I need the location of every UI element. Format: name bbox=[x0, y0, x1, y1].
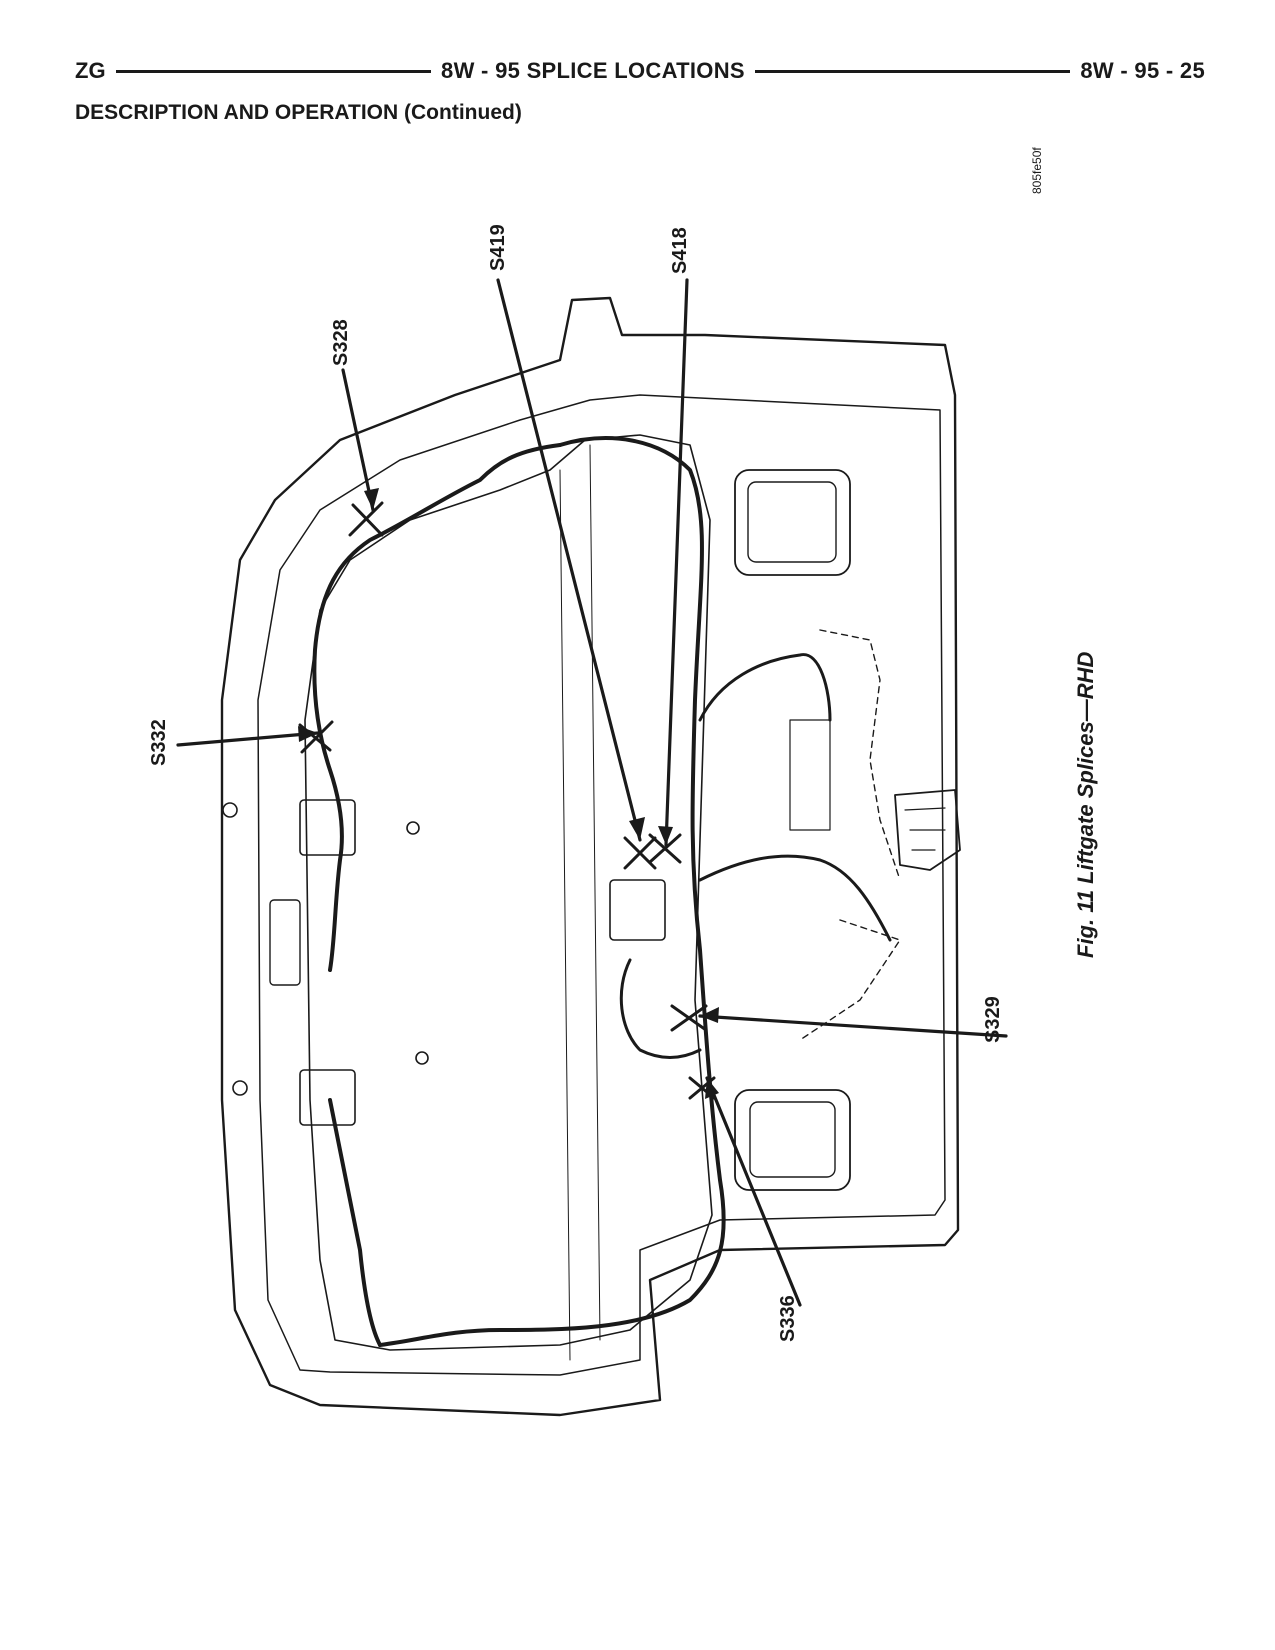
lamp-socket-upper bbox=[299, 799, 356, 856]
wiring-harness-lower bbox=[328, 1098, 382, 1347]
leader-s329 bbox=[698, 1014, 1008, 1038]
splice-marker-s418 bbox=[648, 833, 682, 864]
glass-opening bbox=[304, 434, 713, 1351]
upper-vent-inner bbox=[747, 481, 837, 563]
screw bbox=[406, 821, 420, 835]
leader-s328 bbox=[341, 368, 375, 512]
leader-s336 bbox=[705, 1076, 802, 1307]
label-s329: S329 bbox=[982, 996, 1004, 1043]
arrowhead-s332 bbox=[298, 726, 318, 742]
lamp-socket-lower bbox=[299, 1069, 356, 1126]
header-title: 8W - 95 SPLICE LOCATIONS bbox=[441, 58, 745, 83]
latch-module bbox=[894, 789, 961, 871]
arrowhead-s329 bbox=[700, 1007, 719, 1023]
wiring-branch-latch bbox=[698, 854, 892, 942]
glass-edge bbox=[589, 444, 601, 1341]
page-header: ZG 8W - 95 SPLICE LOCATIONS 8W - 95 - 25 bbox=[75, 56, 1205, 86]
arrowhead-s328 bbox=[364, 488, 379, 510]
glass-edge bbox=[559, 469, 571, 1361]
latch-rod-bracket bbox=[789, 719, 831, 831]
splice-marker-s332 bbox=[298, 720, 334, 754]
lower-vent-outer bbox=[734, 1089, 851, 1191]
liftgate-outer-panel bbox=[220, 296, 960, 1417]
screw bbox=[222, 802, 238, 818]
wiper-motor bbox=[609, 879, 666, 941]
header-page-number: 8W - 95 - 25 bbox=[1080, 58, 1206, 83]
label-s336: S336 bbox=[777, 1295, 799, 1342]
header-section-code: ZG bbox=[75, 58, 106, 83]
lower-vent-inner bbox=[749, 1101, 836, 1178]
wiring-branch-motor bbox=[698, 653, 832, 722]
wiring-harness-main bbox=[378, 436, 726, 1347]
figure-id: 805fe50f bbox=[1030, 147, 1044, 194]
latch-detail bbox=[904, 807, 946, 851]
header-rule-left bbox=[115, 69, 432, 73]
header-rule-right bbox=[754, 69, 1071, 73]
splice-marker-s419 bbox=[623, 836, 657, 870]
latch-rod bbox=[799, 629, 901, 1041]
center-bracket bbox=[269, 899, 301, 986]
upper-vent-outer bbox=[734, 469, 851, 576]
wiring-harness-upper bbox=[312, 443, 562, 972]
wiring-branch-lamp bbox=[619, 958, 702, 1059]
section-heading: DESCRIPTION AND OPERATION (Continued) bbox=[75, 101, 522, 124]
figure-caption: Fig. 11 Liftgate Splices—RHD bbox=[1073, 651, 1098, 958]
label-s418: S418 bbox=[669, 227, 691, 274]
leader-s419 bbox=[496, 278, 642, 842]
arrowhead-s419 bbox=[629, 817, 645, 840]
splice-marker-s328 bbox=[348, 501, 384, 537]
label-s332: S332 bbox=[148, 719, 170, 766]
splice-marker-s336 bbox=[688, 1076, 716, 1100]
screw bbox=[415, 1051, 429, 1065]
arrowhead-s418 bbox=[658, 826, 673, 845]
screw bbox=[232, 1080, 248, 1096]
leader-s418 bbox=[664, 278, 689, 847]
leader-s332 bbox=[176, 731, 320, 747]
splice-marker-s329 bbox=[670, 1004, 708, 1032]
label-s419: S419 bbox=[487, 224, 509, 271]
liftgate-inner-panel bbox=[257, 394, 946, 1376]
label-s328: S328 bbox=[330, 319, 352, 366]
